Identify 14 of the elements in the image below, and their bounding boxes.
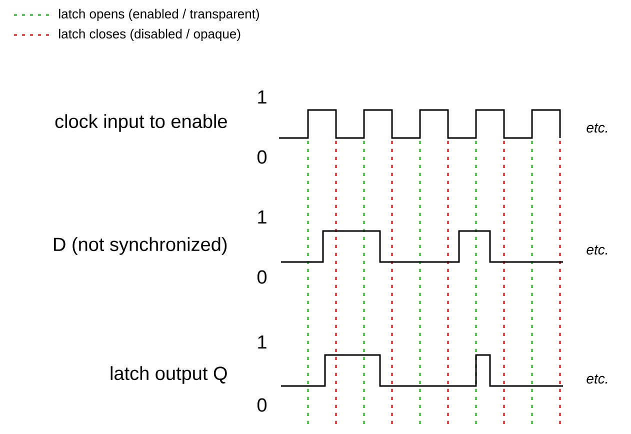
legend-label: latch closes (disabled / opaque) (59, 28, 240, 42)
legend-label: latch opens (enabled / transparent) (59, 8, 259, 22)
level-label: 0 (257, 270, 267, 284)
level-label: 0 (257, 150, 267, 164)
signal-label: D (not synchronized) (54, 237, 227, 255)
level-label: 1 (258, 335, 266, 349)
etc-label: etc. (586, 123, 608, 133)
etc-label: etc. (586, 245, 608, 255)
signal-label: clock input to enable (55, 114, 227, 132)
level-label: 1 (258, 90, 266, 104)
signal-label: latch output Q (110, 366, 227, 384)
level-label: 1 (258, 210, 266, 224)
level-label: 0 (257, 398, 267, 412)
etc-label: etc. (586, 374, 608, 384)
